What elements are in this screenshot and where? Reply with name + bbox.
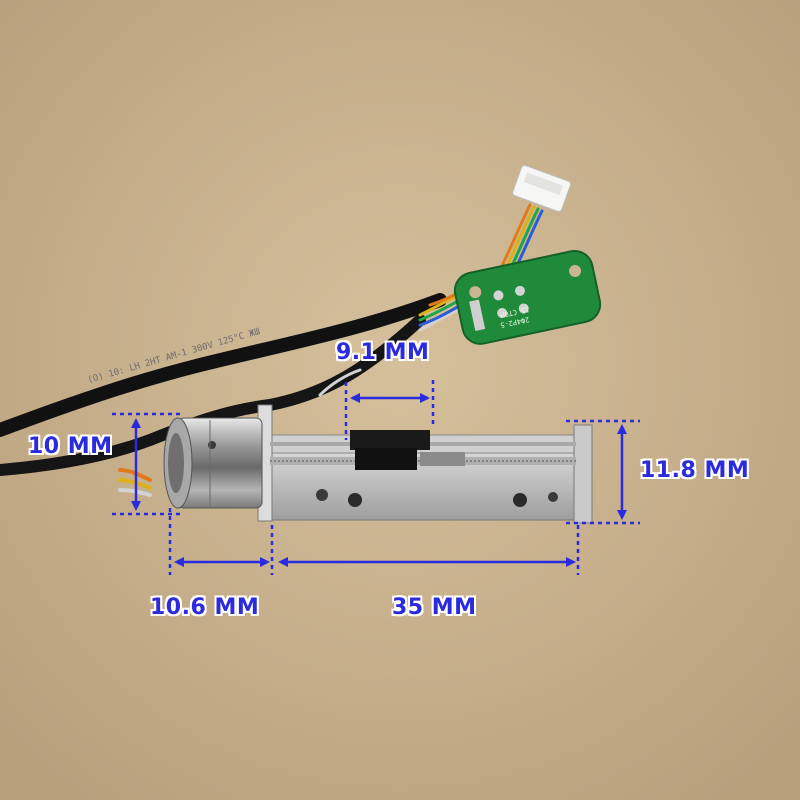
dimension-lines xyxy=(112,380,640,575)
dim-label-motor-diameter: 10 MM xyxy=(28,434,113,459)
dim-label-motor-length: 9.1 MM xyxy=(336,340,430,365)
end-plate-right xyxy=(573,424,593,524)
dim-label-rail-height: 11.8 MM xyxy=(640,458,750,483)
white-connector xyxy=(512,164,572,213)
dim-label-rail-length: 35 MM xyxy=(392,595,477,620)
slider-block xyxy=(350,430,465,470)
motor-can xyxy=(163,417,263,509)
dim-label-motor-body-length: 10.6 MM xyxy=(150,595,260,620)
pcb-board xyxy=(453,250,602,345)
